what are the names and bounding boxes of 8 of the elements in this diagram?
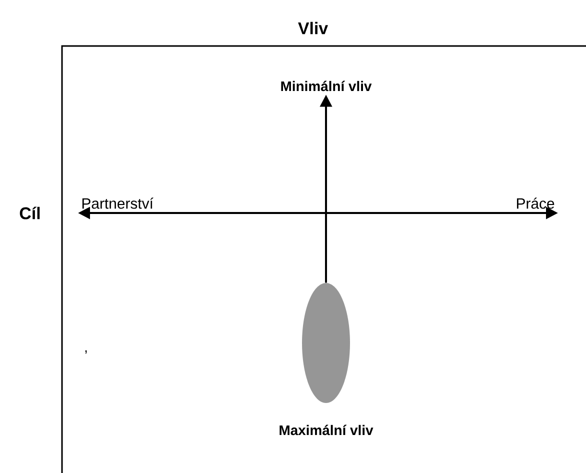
axis-end-label: Práce xyxy=(516,198,554,209)
comma-mark: , xyxy=(85,350,87,354)
axis-end-label: Maximální vliv xyxy=(280,424,374,436)
axis-title: Vliv xyxy=(298,22,328,34)
axis-end-label: Minimální vliv xyxy=(281,80,372,92)
axis-title: Cíl xyxy=(20,206,40,220)
axis-end-label: Partnerství xyxy=(82,198,154,209)
ellipse-shape xyxy=(302,283,350,403)
